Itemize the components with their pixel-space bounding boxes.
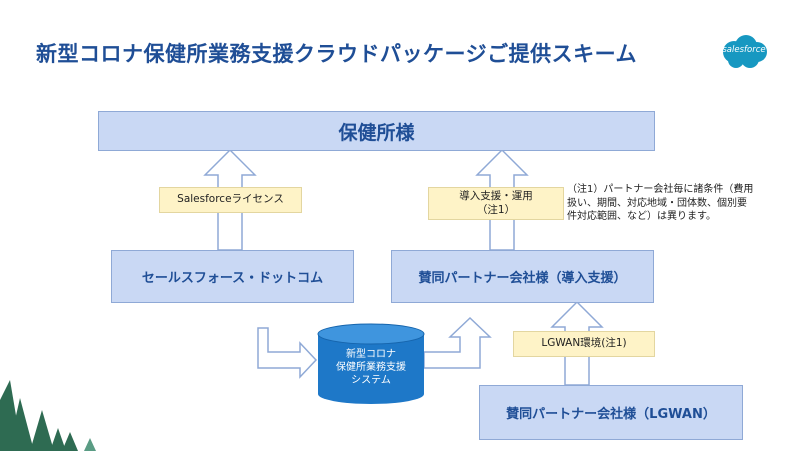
lgwan-label-text: LGWAN環境(注1)	[541, 337, 627, 350]
footnote-line3: 件対応範囲、など）は異ります。	[567, 211, 716, 222]
partner-lgwan-box: 賛同パートナー会社様（LGWAN）	[479, 385, 743, 440]
partner-intro-box: 賛同パートナー会社様（導入支援）	[391, 250, 654, 303]
support-label-line1: 導入支援・運用	[459, 190, 533, 203]
tree-decoration	[0, 380, 78, 451]
salesforce-logo: salesforce	[716, 32, 772, 72]
footnote-line1: （注1）パートナー会社毎に諸条件（費用	[567, 184, 754, 195]
system-label: 新型コロナ 保健所業務支援 システム	[326, 348, 416, 387]
logo-text: salesforce	[722, 45, 766, 55]
system-line1: 新型コロナ	[346, 349, 396, 360]
arrow-system-to-partner	[423, 316, 492, 369]
license-label: Salesforceライセンス	[159, 187, 302, 213]
tree-decoration-light	[84, 438, 96, 451]
arrow-salesforce-to-system	[257, 327, 318, 379]
page-title: 新型コロナ保健所業務支援クラウドパッケージご提供スキーム	[36, 42, 637, 66]
footnote-line2: 扱い、期間、対応地域・団体数、個別要	[567, 197, 747, 209]
support-label: 導入支援・運用 （注1）	[428, 187, 564, 220]
system-cylinder	[317, 323, 425, 404]
support-label-line2: （注1）	[476, 203, 516, 216]
hokenjo-box: 保健所様	[98, 111, 655, 151]
footnote: （注1）パートナー会社毎に諸条件（費用 扱い、期間、対応地域・団体数、個別要 件…	[567, 183, 777, 224]
lgwan-label: LGWAN環境(注1)	[513, 331, 655, 357]
system-line2: 保健所業務支援	[336, 362, 406, 373]
salesforce-box: セールスフォース・ドットコム	[111, 250, 354, 303]
cloud-icon	[723, 35, 767, 68]
license-label-text: Salesforceライセンス	[177, 193, 284, 206]
system-line3: システム	[351, 375, 391, 386]
